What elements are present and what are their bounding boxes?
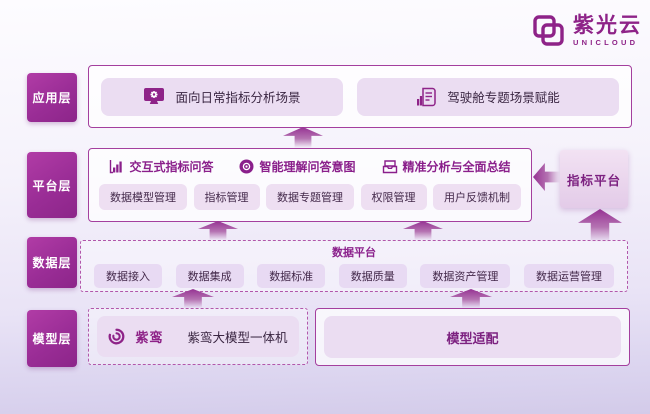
indicator-platform-panel: 指标平台 (560, 150, 628, 208)
brand-name-en: UNICLOUD (573, 38, 639, 48)
feature-interactive-qa-label: 交互式指标问答 (129, 160, 214, 174)
layer-tab-model: 模型层 (27, 310, 77, 367)
module-data-model-mgmt: 数据模型管理 (99, 184, 187, 210)
ziluan-machine-card: 紫鸾 紫鸾大模型一体机 (97, 316, 299, 357)
module-data-quality: 数据质量 (338, 264, 407, 288)
ziluan-brand-label: 紫鸾 (135, 330, 164, 345)
bar-chart-icon (110, 160, 123, 174)
model-layer-left-box: 紫鸾 紫鸾大模型一体机 (88, 308, 308, 365)
model-layer-right-box: 模型适配 (315, 308, 630, 366)
platform-layer-box: 交互式指标问答 智能理解问答意图 精准分析与全面总结 数据模型管理 指标 (88, 148, 532, 222)
layer-tab-application: 应用层 (27, 73, 77, 122)
module-data-topic-mgmt: 数据专题管理 (266, 184, 354, 210)
module-user-feedback: 用户反馈机制 (433, 184, 521, 210)
module-indicator-mgmt: 指标管理 (193, 184, 260, 210)
feature-precise-analysis: 精准分析与全面总结 (382, 158, 511, 175)
application-layer-box: 面向日常指标分析场景 驾驶舱专题场景赋能 (88, 65, 632, 128)
report-chart-icon (417, 87, 436, 106)
feature-intent-understanding-label: 智能理解问答意图 (259, 160, 356, 174)
module-permission-mgmt: 权限管理 (360, 184, 427, 210)
mail-icon (382, 159, 397, 173)
arrow-up-data-to-platform-left (198, 221, 238, 240)
platform-features: 交互式指标问答 智能理解问答意图 精准分析与全面总结 (89, 158, 531, 175)
ai-circle-icon (239, 159, 254, 174)
app-cockpit-card: 驾驶舱专题场景赋能 (356, 77, 619, 116)
data-layer-box: 数据平台 数据接入 数据集成 数据标准 数据质量 数据资产管理 数据运营管理 (80, 240, 628, 292)
arrow-up-platform-to-app (283, 127, 323, 148)
brand-name-cn: 紫光云 (573, 14, 642, 38)
layer-tab-platform: 平台层 (27, 152, 77, 218)
app-scenario-card: 面向日常指标分析场景 (101, 77, 343, 116)
unicloud-logo-icon (533, 15, 564, 46)
data-platform-title: 数据平台 (332, 247, 376, 259)
layer-tab-data: 数据层 (27, 237, 77, 288)
module-data-integration: 数据集成 (175, 264, 244, 288)
arrow-up-data-to-platform-right (403, 221, 443, 240)
brand-logo: 紫光云 UNICLOUD (530, 13, 642, 49)
ziluan-spiral-icon (109, 328, 125, 345)
feature-interactive-qa: 交互式指标问答 (109, 158, 213, 175)
ziluan-machine-label: 紫鸾大模型一体机 (187, 331, 288, 345)
app-cockpit-label: 驾驶舱专题场景赋能 (447, 91, 560, 105)
model-adaptation-card: 模型适配 (324, 316, 621, 358)
data-modules: 数据接入 数据集成 数据标准 数据质量 数据资产管理 数据运营管理 (81, 264, 627, 288)
module-data-access: 数据接入 (94, 264, 162, 288)
feature-precise-analysis-label: 精准分析与全面总结 (402, 160, 511, 174)
app-scenario-label: 面向日常指标分析场景 (175, 91, 301, 105)
feature-intent-understanding: 智能理解问答意图 (239, 158, 356, 175)
arrow-left-indicator-to-platform (533, 163, 560, 191)
module-data-operation-mgmt: 数据运营管理 (523, 264, 614, 288)
module-data-asset-mgmt: 数据资产管理 (420, 264, 511, 288)
arrow-up-data-to-indicator-panel (578, 209, 622, 242)
monitor-gear-icon (144, 88, 165, 104)
module-data-standard: 数据标准 (257, 264, 326, 288)
platform-modules: 数据模型管理 指标管理 数据专题管理 权限管理 用户反馈机制 (89, 184, 531, 210)
